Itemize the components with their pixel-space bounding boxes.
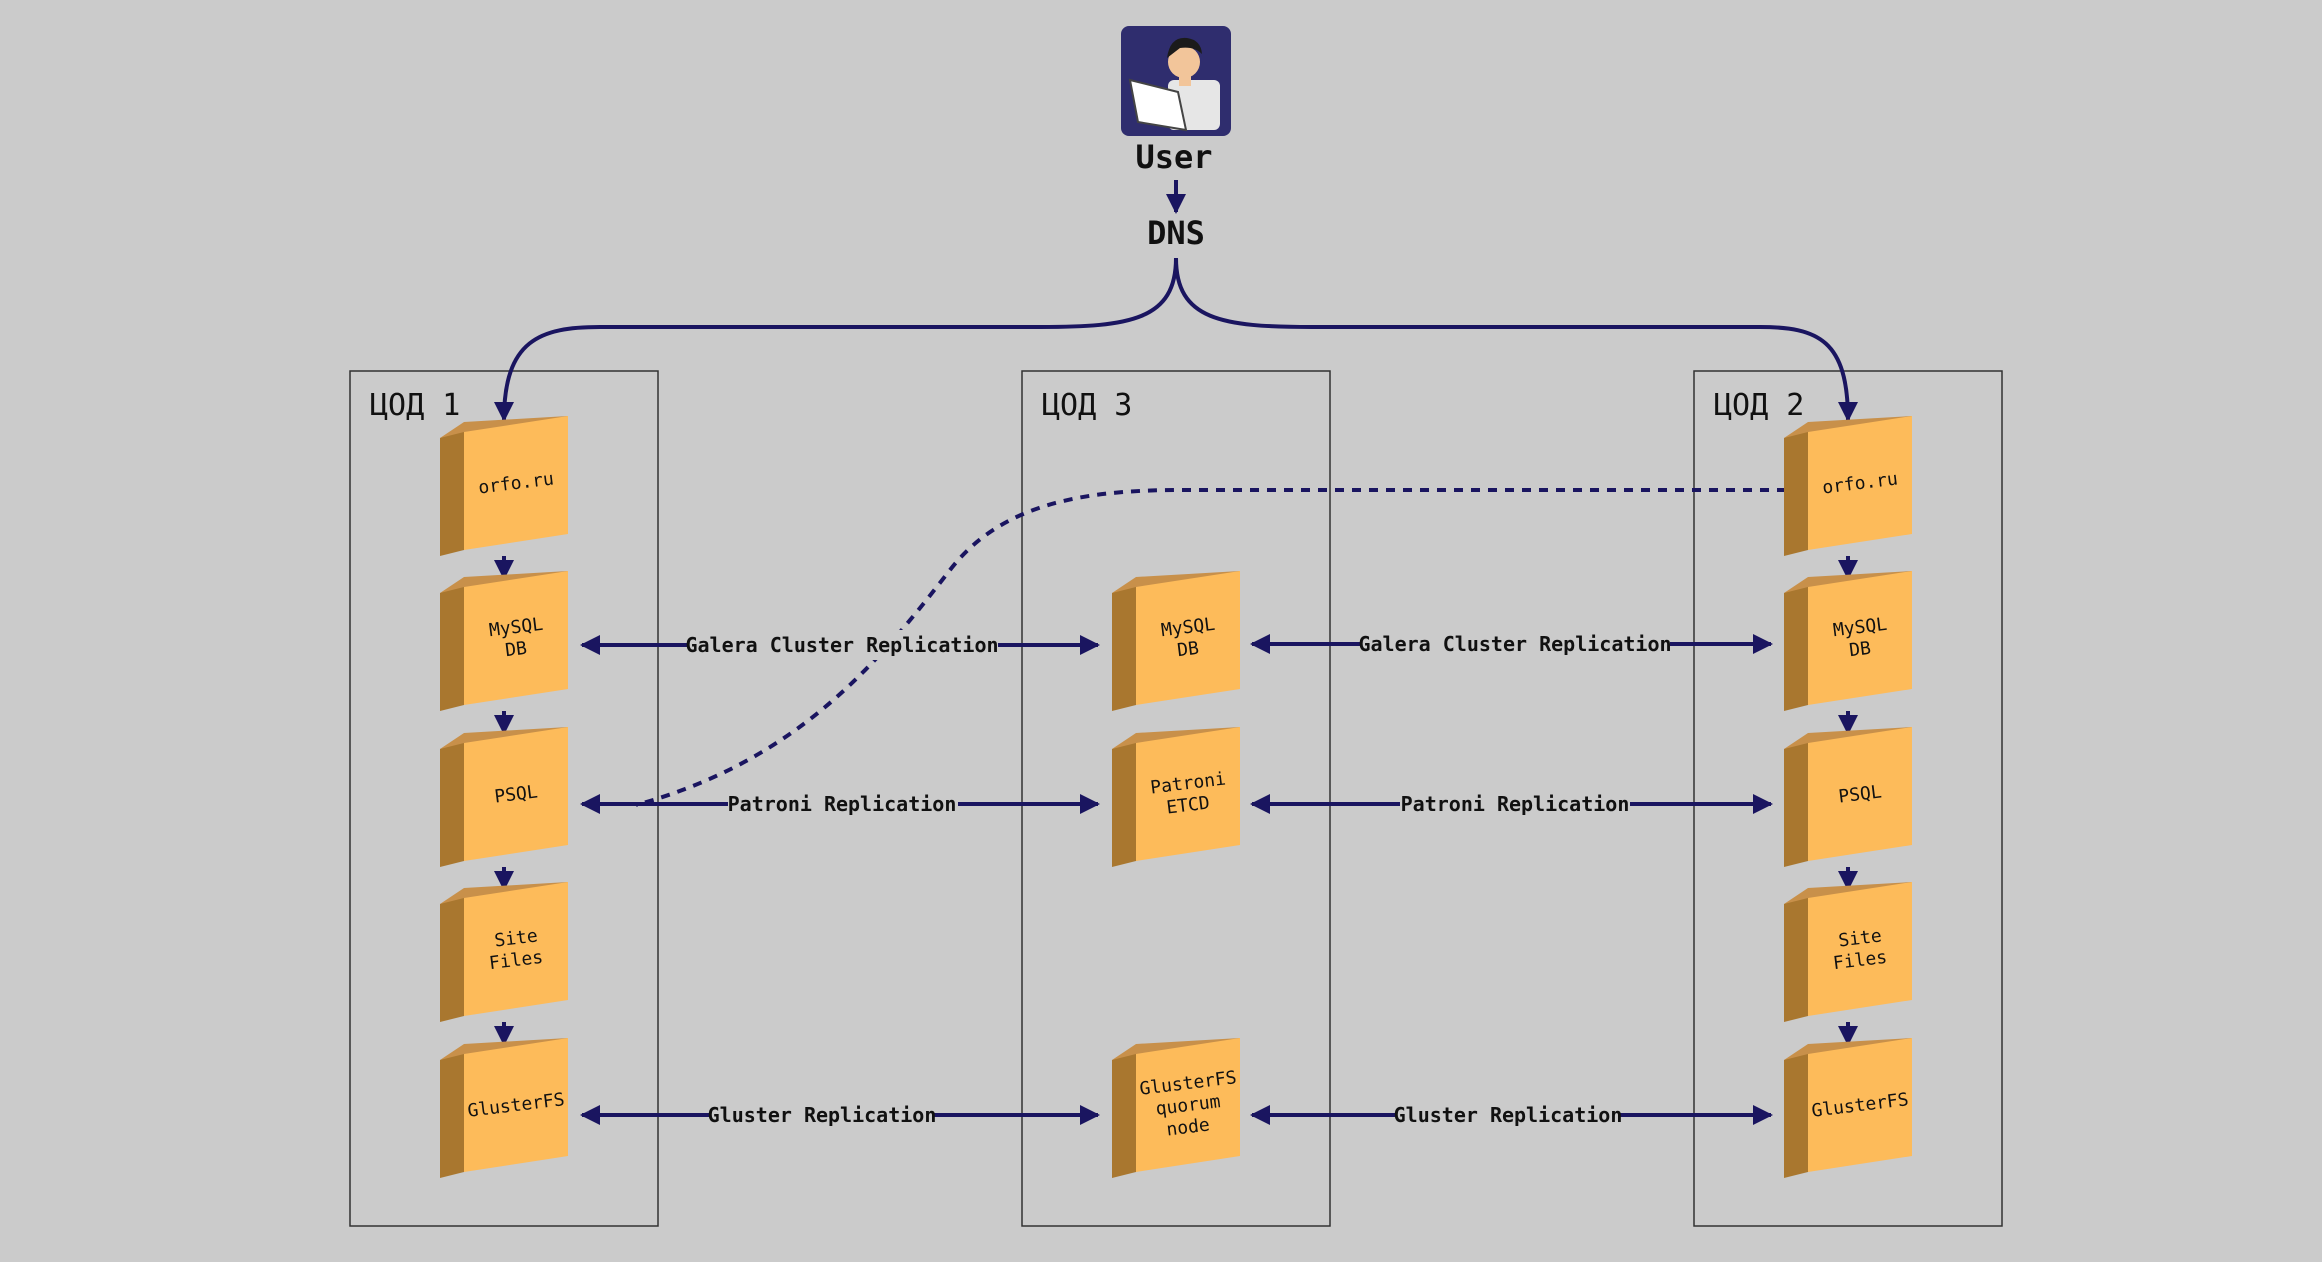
dc1-psql-node: PSQL <box>440 727 568 867</box>
dc2-mysql-node-label-1: DB <box>1848 638 1872 661</box>
dc3-gluster-node-front <box>1136 1038 1240 1172</box>
dc2-orfo-to-dc1-psql-dotted <box>635 488 1786 807</box>
user-label: User <box>1135 138 1212 176</box>
dc2-files-node-side <box>1784 898 1808 1022</box>
dns-to-dc1-arrow <box>494 257 1178 422</box>
dc2-psql-node-side <box>1784 743 1808 867</box>
galera-right-label: Galera Cluster Replication <box>1358 632 1671 656</box>
user-avatar-icon <box>1121 26 1231 136</box>
patroni-right-label-group: Patroni Replication <box>1400 789 1630 819</box>
dc2-psql-node-front <box>1808 727 1912 861</box>
dc3-mysql-node-label-1: DB <box>1176 638 1200 661</box>
dc2-orfo-node: orfo.ru <box>1784 416 1912 556</box>
dns-label: DNS <box>1147 214 1205 252</box>
dc1-mysql-node-label-1: DB <box>504 638 528 661</box>
dc1-orfo-node-side <box>440 432 464 556</box>
dc1-gluster-node-front <box>464 1038 568 1172</box>
dc1-mysql-node-side <box>440 587 464 711</box>
patroni-left-label-group: Patroni Replication <box>728 789 958 819</box>
dc2-gluster-node-front <box>1808 1038 1912 1172</box>
dc1-gluster-node-side <box>440 1054 464 1178</box>
dc3-patroni-node-front <box>1136 727 1240 861</box>
dc1-orfo-node-front <box>464 416 568 550</box>
dns-to-dc2-arrow <box>1174 257 1858 422</box>
gluster-right-label: Gluster Replication <box>1394 1103 1623 1127</box>
dc1-psql-node-front <box>464 727 568 861</box>
dc2-mysql-node-front <box>1808 571 1912 705</box>
galera-right-label-group: Galera Cluster Replication <box>1358 629 1672 659</box>
dc2-files-node-label-0: Site <box>1837 925 1883 951</box>
dc3-mysql-node-front <box>1136 571 1240 705</box>
dc3-patroni-node-label-1: ETCD <box>1165 792 1211 818</box>
patroni-left-label: Patroni Replication <box>728 792 957 816</box>
dc1-psql-node-side <box>440 743 464 867</box>
dc3-gluster-node-label-2: node <box>1165 1114 1211 1140</box>
dc2-psql-node: PSQL <box>1784 727 1912 867</box>
dc2-mysql-node-side <box>1784 587 1808 711</box>
dc2-orfo-node-front <box>1808 416 1912 550</box>
dc2-orfo-node-side <box>1784 432 1808 556</box>
dc3-label: ЦОД 3 <box>1042 388 1132 423</box>
dc2-gluster-node-side <box>1784 1054 1808 1178</box>
dc3-mysql-node-side <box>1112 587 1136 711</box>
dc3-patroni-node-side <box>1112 743 1136 867</box>
gluster-left-label: Gluster Replication <box>708 1103 937 1127</box>
dc1-mysql-node-front <box>464 571 568 705</box>
dc1-files-node-label-0: Site <box>493 925 539 951</box>
dc1-gluster-node: GlusterFS <box>440 1038 568 1178</box>
dc1-label: ЦОД 1 <box>370 388 460 423</box>
gluster-right-label-group: Gluster Replication <box>1394 1100 1623 1130</box>
dc2-files-node-front <box>1808 882 1912 1016</box>
patroni-right-label: Patroni Replication <box>1401 792 1630 816</box>
dc3-gluster-node-side <box>1112 1054 1136 1178</box>
dc1-files-node-front <box>464 882 568 1016</box>
dc2-label: ЦОД 2 <box>1714 388 1804 423</box>
dc2-gluster-node: GlusterFS <box>1784 1038 1912 1178</box>
dc1-files-node-side <box>440 898 464 1022</box>
galera-left-label-group: Galera Cluster Replication <box>685 630 999 660</box>
galera-left-label: Galera Cluster Replication <box>685 633 998 657</box>
dc1-orfo-node: orfo.ru <box>440 416 568 556</box>
gluster-left-label-group: Gluster Replication <box>708 1100 937 1130</box>
